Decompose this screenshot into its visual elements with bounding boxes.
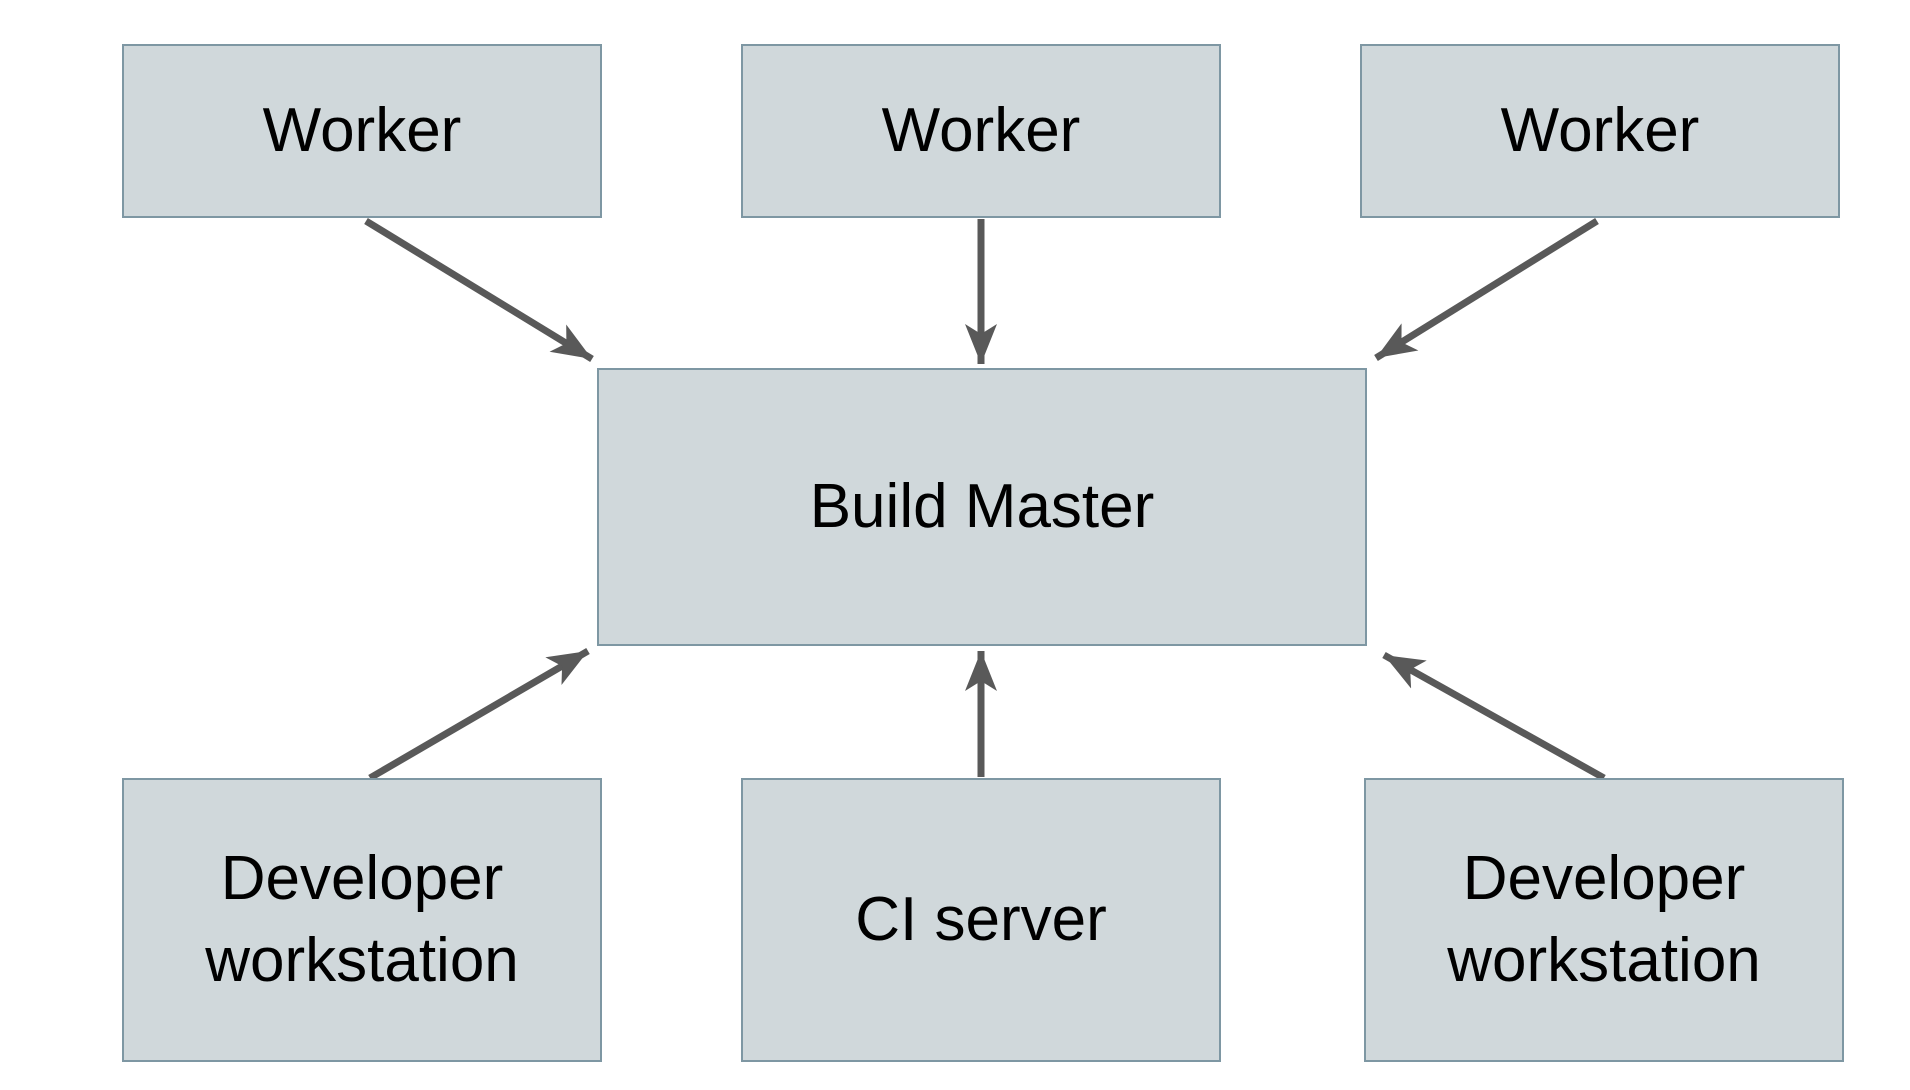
arrow-dev1-to-buildmaster (368, 647, 590, 782)
node-worker-3: Worker (1360, 44, 1840, 218)
node-worker-1: Worker (122, 44, 602, 218)
node-build-master: Build Master (597, 368, 1367, 646)
arrow-dev2-to-buildmaster (1382, 651, 1606, 782)
node-ci-server-label: CI server (855, 885, 1107, 955)
node-developer-workstation-1: Developer workstation (122, 778, 602, 1062)
node-developer-workstation-1-label: Developer workstation (205, 844, 519, 995)
node-ci-server: CI server (741, 778, 1221, 1062)
node-developer-workstation-2-label: Developer workstation (1447, 844, 1761, 995)
arrow-worker3-to-buildmaster (1374, 218, 1599, 361)
node-worker-2-label: Worker (881, 96, 1081, 166)
node-developer-workstation-2: Developer workstation (1364, 778, 1844, 1062)
node-build-master-label: Build Master (809, 472, 1155, 542)
arrow-worker1-to-buildmaster (364, 218, 594, 362)
node-worker-3-label: Worker (1500, 96, 1700, 166)
node-worker-1-label: Worker (262, 96, 462, 166)
node-worker-2: Worker (741, 44, 1221, 218)
